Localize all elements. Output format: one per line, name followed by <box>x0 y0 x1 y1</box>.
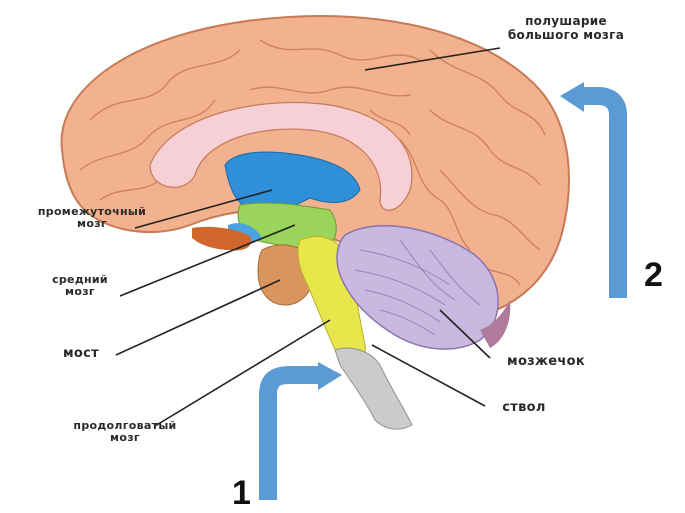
label-stem: ствол <box>484 402 564 414</box>
label-cerebellum: мозжечок <box>486 356 606 368</box>
label-hemisphere-line1: полушарие <box>478 14 654 28</box>
label-medulla-line2: мозг <box>40 432 210 444</box>
label-hemisphere-line2: большого мозга <box>478 28 654 42</box>
label-pons: мост <box>46 348 116 360</box>
label-hemisphere: полушарие большого мозга <box>478 14 654 42</box>
label-midbrain-line2: мозг <box>40 286 120 298</box>
label-diencephalon-line2: мозг <box>12 218 172 230</box>
pointer-pons <box>116 280 280 355</box>
label-diencephalon: промежуточный мозг <box>12 206 172 230</box>
label-medulla: продолговатый мозг <box>40 420 210 444</box>
number-1: 1 <box>232 476 251 510</box>
arrow-1 <box>268 362 342 500</box>
label-midbrain: средний мозг <box>40 274 120 298</box>
number-2: 2 <box>644 258 663 292</box>
